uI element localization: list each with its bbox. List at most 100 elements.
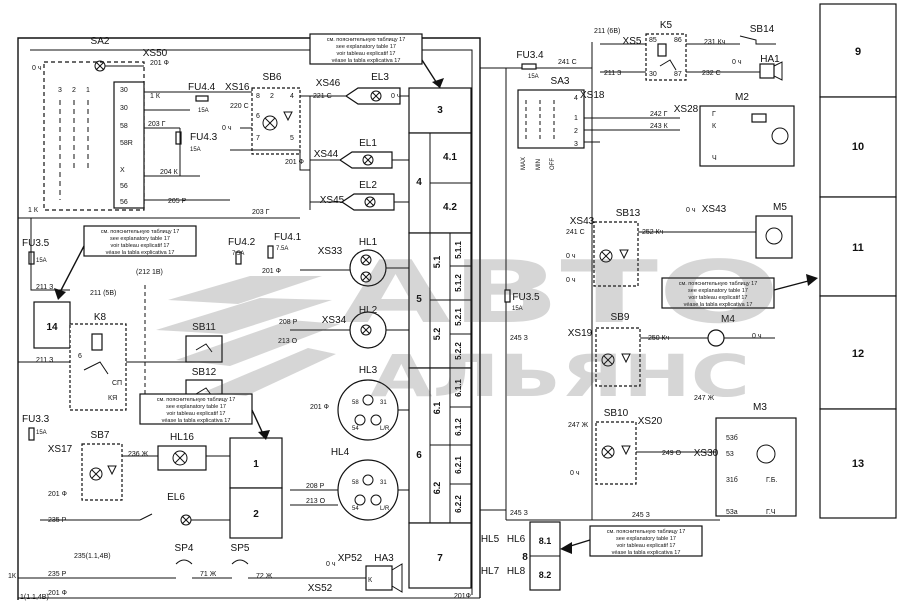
note-box-left: см. пояснительную таблицу 17 see explana… xyxy=(54,225,197,300)
m3-gch: Г.Ч xyxy=(766,509,776,516)
w0ch-j: 0 ч xyxy=(570,470,580,477)
ha1-label: HA1 xyxy=(760,54,780,65)
central-block-table: 3 4 4.1 4.2 5 5.1 5.2 5.1.1 5.1.2 5.2.1 … xyxy=(408,87,472,589)
m2-ch: Ч xyxy=(712,155,717,162)
hl7-label: HL7 xyxy=(481,566,500,577)
note-bottom-2: see explanatory table 17 xyxy=(616,536,676,542)
w0ch-c: 0 ч xyxy=(222,125,232,132)
w245z-a: 245 З xyxy=(510,335,528,342)
fu3-5b-label: FU3.5 xyxy=(512,292,540,303)
sa2-contact-5: 56 xyxy=(120,183,128,190)
sa2-contact-2: 58 xyxy=(120,123,128,130)
xs20-label: XS20 xyxy=(638,416,663,427)
w1k-a: 1 К xyxy=(150,93,161,100)
fu4-2-label: FU4.2 xyxy=(228,237,256,248)
sa3-t1: 1 xyxy=(574,115,578,122)
block-14: 14 xyxy=(46,322,58,333)
w241s-b: 241 С xyxy=(566,229,585,236)
xs52-label: XS52 xyxy=(308,583,333,594)
note-box-mid: см. пояснительную таблицу 17 see explana… xyxy=(139,393,270,440)
k5-30: 30 xyxy=(649,71,657,78)
headlamps-hl1-hl2: XS33 HL1 HL2 XS34 208 Р 213 О xyxy=(278,237,409,349)
el6-label: EL6 xyxy=(167,492,185,503)
m3-31b: 31б xyxy=(726,476,738,484)
note-top-1: см. пояснительную таблицу 17 xyxy=(327,37,406,43)
sa3-t2: 2 xyxy=(574,128,578,135)
fu3-3-label: FU3.3 xyxy=(22,414,50,425)
w75a-b: 7.5А xyxy=(276,246,288,252)
m2-label: M2 xyxy=(735,92,749,103)
k5-86: 86 xyxy=(674,37,682,44)
w0ch-i: 0 ч xyxy=(752,333,762,340)
sb14-label: SB14 xyxy=(750,24,775,35)
sa3-off: OFF xyxy=(550,158,556,170)
k8-sp: СП xyxy=(112,380,122,387)
w235r-a: 235 Р xyxy=(48,517,67,524)
sb7-label: SB7 xyxy=(91,430,110,441)
w15a-d: 15А xyxy=(36,430,47,436)
sa2-contact-0: 30 xyxy=(120,87,128,94)
w201f-f: 201 Ф xyxy=(48,590,67,597)
hl8-label: HL8 xyxy=(507,566,526,577)
sb6-t4: 4 xyxy=(290,93,294,100)
sa2-col-2: 2 xyxy=(72,87,76,94)
bottom-row: SP4 SP5 235(1.1,4В) 235 Р 71 Ж 72 Ж 1(1.… xyxy=(8,543,471,601)
w201f-a: 201 Ф xyxy=(150,60,169,67)
sa2-contact-4: X xyxy=(120,167,125,174)
row-12: 12 xyxy=(852,348,864,360)
m2-group: XS28 M2 Г К Ч 242 Г 243 К xyxy=(650,92,795,167)
block-5-1-2: 5.1.2 xyxy=(454,274,463,292)
hl3-label: HL3 xyxy=(359,365,378,376)
xs5-label: XS5 xyxy=(623,36,642,47)
sb11-sb12: SB11 SB12 xyxy=(185,322,223,407)
sb6-t5: 5 xyxy=(290,135,294,142)
w1k-b: 1 К xyxy=(28,207,39,214)
w201f-e: 201 Ф xyxy=(48,491,67,498)
sb6-group: FU4.4 XS16 15А 220 С SB6 8 2 4 6 7 5 0 ч… xyxy=(175,72,310,177)
k8-label: K8 xyxy=(94,312,107,323)
headlamps-hl3-hl4: HL3 58 31 54 L/R HL4 58 31 54 L/R 201 Ф … xyxy=(290,365,409,521)
xs43b-label: XS43 xyxy=(702,204,727,215)
w212-1v: (212 1В) xyxy=(136,269,163,276)
xs43a-label: XS43 xyxy=(570,216,595,227)
block-8-1: 8.1 xyxy=(539,536,552,546)
w211z-c: 211 З xyxy=(604,70,621,77)
k5-group: 211 (6В) XS5 K5 85 86 30 87 211 З 231 Кч… xyxy=(594,20,783,81)
w0ch-b: 0 ч xyxy=(391,93,401,100)
note-box-right: см. пояснительную таблицу 17 see explana… xyxy=(661,274,818,309)
w201f-c: 201 Ф xyxy=(262,268,281,275)
m3-gb: Г.Б. xyxy=(766,477,777,484)
block-2: 2 xyxy=(253,509,259,520)
m2-g: Г xyxy=(712,111,716,118)
hl4-lr: L/R xyxy=(380,506,390,512)
w15a-b: 15А xyxy=(190,147,201,153)
note-left-3: voir tableau explicatif 17 xyxy=(110,243,169,249)
hl4-54: 54 xyxy=(352,506,359,512)
hl4-58: 58 xyxy=(352,480,359,486)
xs18-label: XS18 xyxy=(580,90,605,101)
note-left-2: see explanatory table 17 xyxy=(110,236,170,242)
sa2-col-3: 3 xyxy=(58,87,62,94)
w203g-a: 203 Г xyxy=(148,121,166,128)
m5-label: M5 xyxy=(773,202,787,213)
block-5-2: 5.2 xyxy=(432,328,442,341)
block-3: 3 xyxy=(437,105,443,116)
w232s: 232 С xyxy=(702,70,721,77)
block-7: 7 xyxy=(437,553,443,564)
block-6-2: 6.2 xyxy=(432,482,442,495)
note-mid-1: см. пояснительную таблицу 17 xyxy=(157,397,236,403)
w75a-a: 7.5А xyxy=(232,251,244,257)
w211-6v: 211 (6В) xyxy=(594,28,620,35)
el1-label: EL1 xyxy=(359,138,377,149)
row-9: 9 xyxy=(855,46,861,58)
k5-87: 87 xyxy=(674,71,682,78)
w242g: 242 Г xyxy=(650,111,668,118)
sa2-label: SA2 xyxy=(91,36,110,47)
w0ch-h: 0 ч xyxy=(566,277,576,284)
xs19-label: XS19 xyxy=(568,328,593,339)
note-bottom-3: voir tableau explicatif 17 xyxy=(616,543,675,549)
sa2-col-1: 1 xyxy=(86,87,90,94)
w211z-a: 211 З xyxy=(36,284,53,291)
note-box-top: см. пояснительную таблицу 17 see explana… xyxy=(309,33,444,89)
